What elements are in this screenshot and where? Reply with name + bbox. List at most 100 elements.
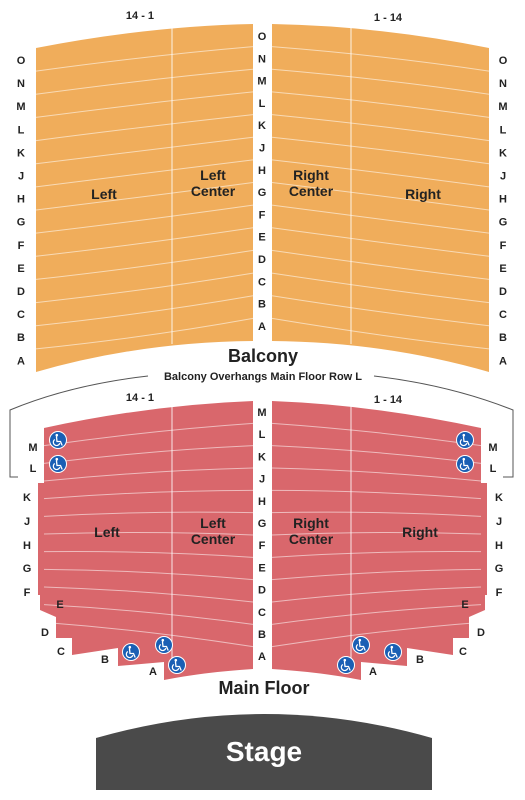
wheelchair-icon [337, 656, 355, 674]
main-floor-row-label: G [495, 563, 504, 575]
wheelchair-icon [352, 636, 370, 654]
balcony-title: Balcony [228, 346, 298, 366]
main-floor-section-right: Right [402, 524, 438, 540]
main-floor: 14 - 1 1 - 14 Left Left Center Right Cen… [23, 392, 504, 698]
main-floor-row-label: B [416, 654, 424, 666]
balcony-row-label: K [499, 147, 507, 159]
balcony-row-label: F [18, 240, 25, 252]
main-floor-row-label: H [23, 540, 31, 552]
main-floor-row-label: G [23, 563, 32, 575]
main-floor-section-left-center-line1: Left [200, 515, 226, 531]
main-floor-row-label: A [369, 666, 377, 678]
balcony-row-label: O [499, 55, 508, 67]
wheelchair-icon [49, 455, 67, 473]
main-floor-row-label: K [495, 492, 503, 504]
balcony-aisle-row-label: F [259, 209, 266, 221]
balcony-row-label: G [17, 217, 26, 229]
main-floor-seat-range-left: 14 - 1 [126, 392, 154, 404]
balcony-aisle-row-label: C [258, 276, 266, 288]
main-floor-row-label: F [496, 587, 503, 599]
balcony-row-label: B [17, 332, 25, 344]
main-floor-row-label: H [495, 540, 503, 552]
balcony-row-label: G [499, 217, 508, 229]
main-floor-row-label: M [488, 442, 497, 454]
main-floor-section-right-center-line2: Center [289, 531, 334, 547]
main-floor-row-label: D [41, 627, 49, 639]
balcony-aisle-row-label: G [258, 187, 267, 199]
main-floor-seat-range-right: 1 - 14 [374, 394, 403, 406]
balcony-row-label: N [499, 78, 507, 90]
main-floor-row-label: D [477, 627, 485, 639]
balcony-row-label: C [17, 309, 25, 321]
main-floor-aisle-row-label: C [258, 607, 266, 619]
main-floor-aisle-row-label: G [258, 518, 267, 530]
balcony-aisle-row-label: D [258, 254, 266, 266]
balcony-row-label: A [17, 355, 25, 367]
balcony-aisle-row-label: H [258, 165, 266, 177]
wheelchair-icon [122, 643, 140, 661]
main-floor-row-label: E [461, 599, 468, 611]
main-floor-right-block[interactable] [272, 401, 487, 680]
balcony-section-right-center-line1: Right [293, 167, 329, 183]
balcony-seat-range-left: 14 - 1 [126, 10, 154, 22]
balcony-row-label: H [499, 194, 507, 206]
balcony-aisle-row-label: L [259, 98, 266, 110]
balcony-aisle-row-label: N [258, 53, 266, 65]
balcony-row-label: F [500, 240, 507, 252]
main-floor-row-label: C [57, 646, 65, 658]
main-floor-row-label: L [490, 463, 497, 475]
balcony-row-label: D [17, 286, 25, 298]
main-floor-aisle-row-label: L [259, 429, 266, 441]
balcony-row-label: E [17, 263, 24, 275]
balcony-row-label: B [499, 332, 507, 344]
balcony-section-right: Right [405, 186, 441, 202]
main-floor-aisle-row-label: E [258, 562, 265, 574]
main-floor-row-label: B [101, 654, 109, 666]
wheelchair-icon [168, 656, 186, 674]
balcony-row-label: O [17, 55, 26, 67]
main-floor-aisle-row-label: B [258, 629, 266, 641]
balcony-aisle-row-label: A [258, 321, 266, 333]
balcony-aisle-row-label: J [259, 143, 265, 155]
balcony-row-label: K [17, 147, 25, 159]
balcony-section-left-center-line1: Left [200, 167, 226, 183]
main-floor-row-label: K [23, 492, 31, 504]
wheelchair-icon [49, 431, 67, 449]
balcony-seat-range-right: 1 - 14 [374, 12, 403, 24]
balcony-row-label: L [500, 124, 507, 136]
balcony-row-label: J [18, 171, 24, 183]
main-floor-row-label: C [459, 646, 467, 658]
main-floor-row-label: J [24, 516, 30, 528]
balcony-left-block[interactable] [36, 24, 253, 372]
balcony-row-label: L [18, 124, 25, 136]
main-floor-row-label: M [28, 442, 37, 454]
main-floor-section-left: Left [94, 524, 120, 540]
balcony-right-block[interactable] [272, 24, 489, 372]
main-floor-aisle-row-label: M [257, 407, 266, 419]
balcony-row-label: J [500, 171, 506, 183]
main-floor-row-label: E [56, 599, 63, 611]
main-floor-row-label: A [149, 666, 157, 678]
stage-label: Stage [226, 736, 302, 767]
balcony-row-label: D [499, 286, 507, 298]
main-floor-title: Main Floor [219, 678, 310, 698]
main-floor-aisle-row-label: A [258, 651, 266, 663]
main-floor-left-block[interactable] [38, 401, 253, 680]
balcony-row-label: H [17, 194, 25, 206]
main-floor-row-label: L [30, 463, 37, 475]
balcony-section-left: Left [91, 186, 117, 202]
main-floor-aisle-row-label: D [258, 585, 266, 597]
overhang-note: Balcony Overhangs Main Floor Row L [164, 371, 362, 383]
balcony-row-label: E [499, 263, 506, 275]
balcony-aisle-row-label: K [258, 120, 266, 132]
balcony-aisle-row-label: M [257, 76, 266, 88]
balcony-row-label: M [498, 101, 507, 113]
balcony-row-label: A [499, 355, 507, 367]
balcony-row-label: C [499, 309, 507, 321]
main-floor-row-label: J [496, 516, 502, 528]
stage: Stage [96, 714, 432, 790]
wheelchair-icon [384, 643, 402, 661]
wheelchair-icon [155, 636, 173, 654]
balcony-aisle-row-label: O [258, 31, 267, 43]
